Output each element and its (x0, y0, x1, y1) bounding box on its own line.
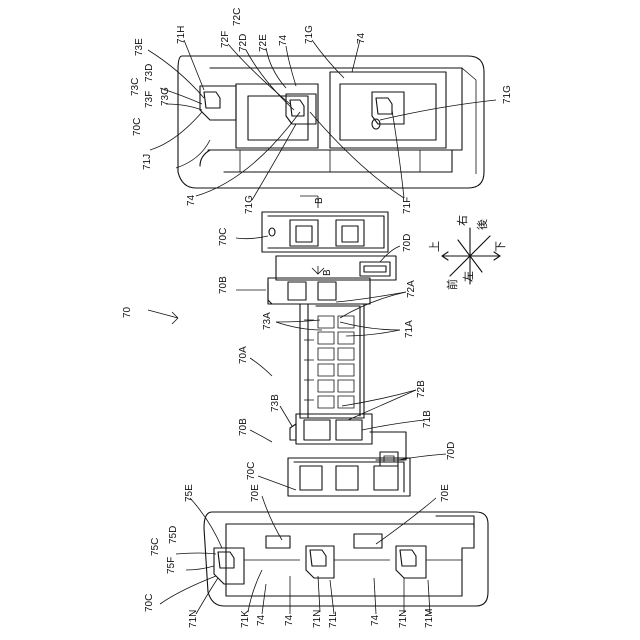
label-70E-right: 70E (440, 484, 451, 502)
label-70E-left: 70E (250, 484, 261, 502)
label-75D: 75D (168, 526, 179, 544)
label-74-d: 74 (256, 614, 267, 626)
central-connector (268, 278, 406, 460)
label-70B-bot: 70B (238, 418, 249, 436)
leader-lines (148, 40, 496, 614)
label-71L: 71L (328, 611, 339, 628)
label-75C: 75C (150, 538, 161, 556)
label-71N-c: 71N (398, 610, 409, 628)
label-71G-right: 71G (502, 85, 513, 104)
label-74-e: 74 (284, 614, 295, 626)
label-72D: 72D (238, 34, 249, 52)
label-73C: 73C (130, 78, 141, 96)
label-70C-low: 70C (246, 462, 257, 480)
label-71N-a: 71N (188, 610, 199, 628)
label-73F: 73F (144, 91, 155, 108)
label-71A: 71A (404, 320, 415, 338)
direction-front: 前 (445, 279, 459, 290)
label-B-2: B (322, 269, 333, 276)
label-70B-top: 70B (218, 276, 229, 294)
label-72C: 72C (232, 8, 243, 26)
label-70: 70 (122, 306, 133, 318)
label-74-b: 74 (356, 32, 367, 44)
label-74-a: 74 (278, 34, 289, 46)
label-71H: 71H (176, 26, 187, 44)
direction-up: 上 (428, 241, 441, 252)
top-housing (178, 56, 484, 188)
label-70A: 70A (238, 346, 249, 364)
label-70D-top: 70D (402, 234, 413, 252)
label-72A: 72A (406, 280, 417, 298)
label-71G-top: 71G (304, 25, 315, 44)
label-73D: 73D (144, 64, 155, 82)
label-B-1: B (314, 197, 325, 204)
mid-lower-block (288, 452, 410, 496)
label-71J: 71J (142, 154, 153, 170)
label-70C-top: 70C (132, 118, 143, 136)
direction-back: 後 (475, 219, 489, 230)
label-72B: 72B (416, 380, 427, 398)
mid-upper-block (262, 196, 396, 280)
label-71G-bottom: 71G (244, 195, 255, 214)
label-70D-bot: 70D (446, 442, 457, 460)
bottom-housing (204, 512, 488, 606)
label-71F: 71F (402, 197, 413, 214)
label-73G: 73G (160, 87, 171, 106)
label-72F: 72F (220, 31, 231, 48)
label-71B: 71B (422, 410, 433, 428)
direction-down: 下 (494, 241, 507, 252)
label-73E: 73E (134, 38, 145, 56)
label-70C-mid: 70C (218, 228, 229, 246)
label-71M: 71M (424, 609, 435, 628)
label-73B: 73B (270, 394, 281, 412)
label-74-c: 74 (186, 194, 197, 206)
direction-right: 右 (455, 215, 469, 226)
label-73A: 73A (262, 312, 273, 330)
label-71N-b: 71N (312, 610, 323, 628)
label-74-f: 74 (370, 614, 381, 626)
label-72E: 72E (258, 34, 269, 52)
label-71K: 71K (240, 610, 251, 628)
label-75F: 75F (166, 557, 177, 574)
label-70C-bot: 70C (144, 594, 155, 612)
direction-left: 左 (462, 271, 475, 282)
label-75E: 75E (184, 484, 195, 502)
